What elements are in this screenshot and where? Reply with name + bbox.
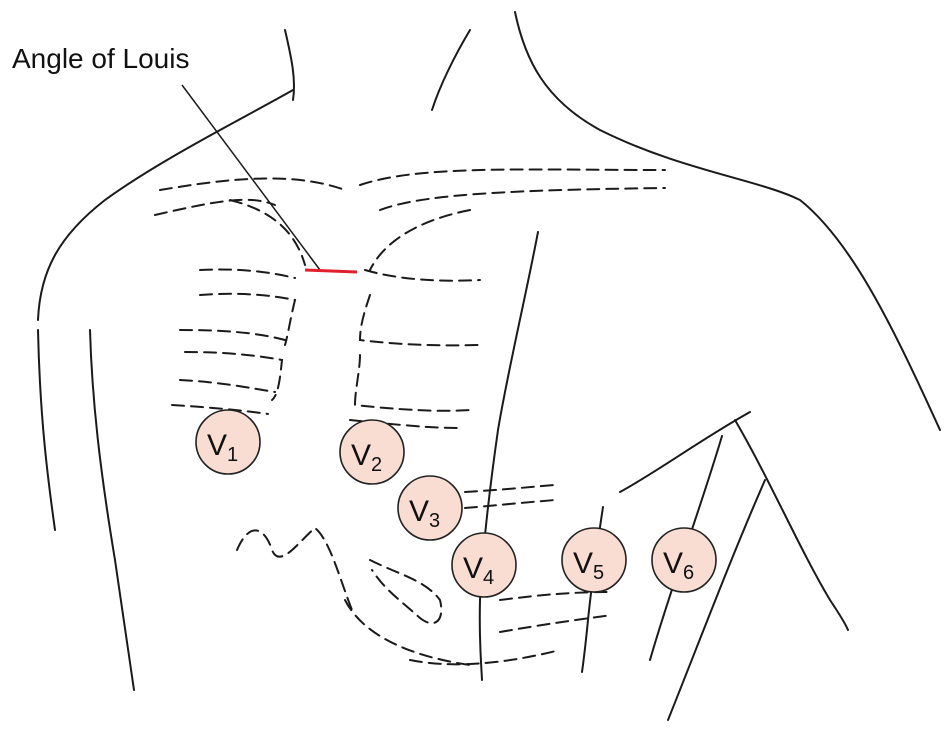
right-clavicle-lower	[380, 188, 665, 210]
sternum-midline	[480, 232, 538, 680]
angle-of-louis-marker	[305, 270, 357, 272]
angle-of-louis-annotation: Angle of Louis	[12, 43, 357, 272]
left-rib-4	[185, 352, 282, 400]
xiphoid-right	[370, 560, 441, 623]
manubrium-left	[230, 200, 305, 265]
electrode-v2: V2	[340, 420, 404, 484]
left-rib-3	[180, 330, 285, 340]
right-rib-3	[355, 355, 470, 411]
left-clavicle-lower	[155, 200, 275, 215]
right-shoulder-line	[515, 12, 940, 430]
axilla-fold-line	[620, 412, 750, 492]
electrode-v3: V3	[398, 476, 462, 540]
right-clavicle	[360, 169, 665, 185]
electrode-v6: V6	[652, 528, 716, 592]
right-neck-line	[432, 30, 470, 110]
left-rib-2	[200, 294, 295, 345]
lower-rib-upper	[465, 485, 555, 492]
electrode-v4: V4	[452, 533, 516, 597]
right-arm-inner-line	[668, 480, 765, 720]
left-rib-5	[180, 380, 275, 392]
right-rib-2	[360, 295, 480, 345]
left-rib-1	[200, 269, 295, 278]
right-rib-1	[365, 270, 480, 281]
electrode-v1: V1	[196, 410, 260, 474]
electrodes: V1 V2 V3 V4 V5	[196, 410, 716, 597]
manubrium-right	[370, 210, 470, 270]
electrode-v5: V5	[562, 528, 626, 592]
left-arm-inner-line	[90, 330, 134, 690]
angle-of-louis-label: Angle of Louis	[12, 43, 189, 74]
costal-margin-left	[345, 600, 470, 665]
left-shoulder-line	[38, 90, 293, 320]
torso-outline	[38, 12, 940, 720]
costal-margin-right	[500, 592, 610, 600]
costal-margin-right-2	[500, 615, 612, 632]
xiphoid-left	[237, 528, 352, 610]
left-torso-side-line	[38, 330, 55, 530]
lower-rib-upper-2	[465, 500, 555, 508]
right-arm-outer-line	[735, 420, 848, 630]
